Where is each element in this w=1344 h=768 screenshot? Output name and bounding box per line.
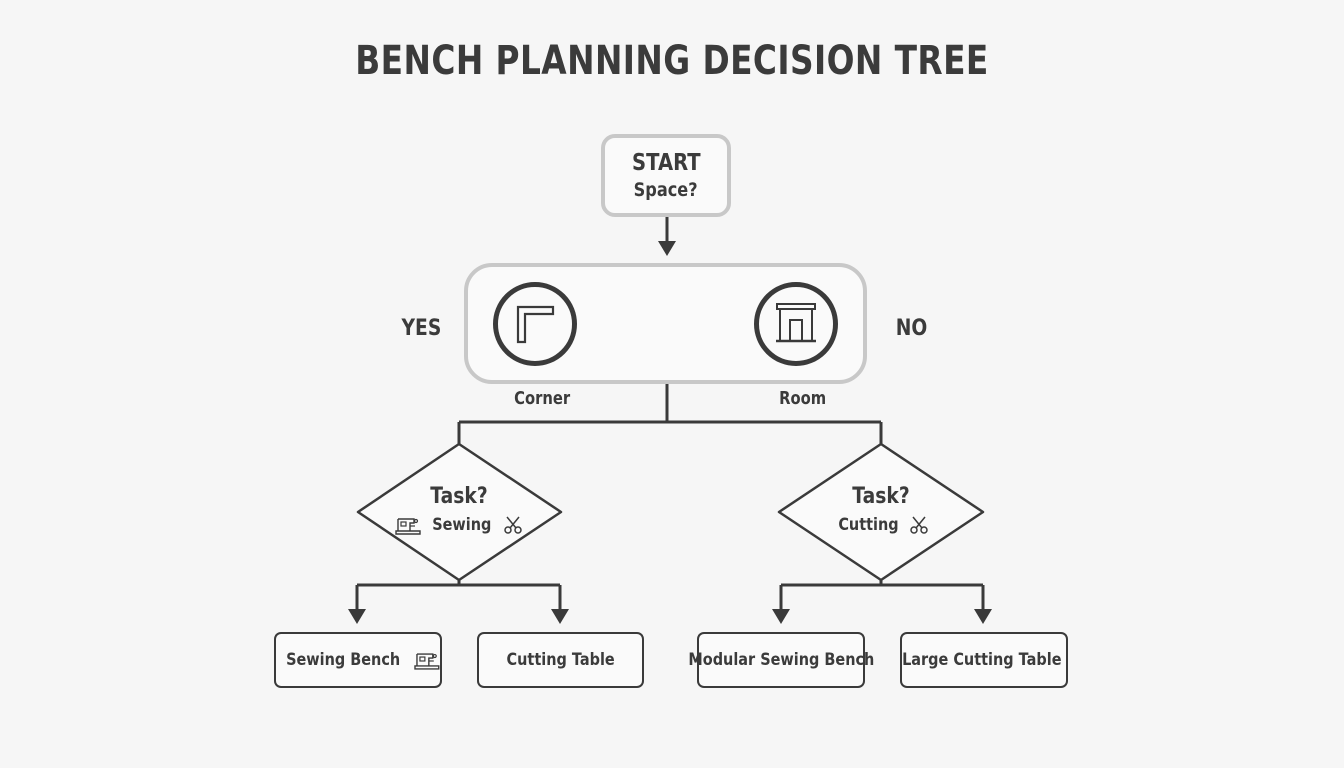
left-task-option: Sewing <box>395 512 523 538</box>
left-task-question: Task? Sewing <box>389 482 529 540</box>
start-question: Space? <box>634 178 698 201</box>
yes-label: YES <box>401 316 442 341</box>
right-task-option: Cutting <box>833 512 930 538</box>
outcome-label: Sewing Bench <box>286 650 401 670</box>
left-task-option-label: Sewing <box>432 515 492 535</box>
room-label: Room <box>779 388 827 409</box>
right-arrowhead-2 <box>974 609 992 624</box>
right-task-label: Task? <box>852 484 910 509</box>
outcome-modular-sewing-bench: Modular Sewing Bench <box>688 632 874 688</box>
start-arrowhead <box>658 241 676 256</box>
outcome-label: Cutting Table <box>506 650 615 670</box>
right-task-option-label: Cutting <box>837 515 899 535</box>
sewing-machine-icon <box>395 518 421 535</box>
outcome-label: Large Cutting Table <box>902 650 1062 670</box>
corner-icon <box>493 282 577 366</box>
no-label: NO <box>895 316 928 341</box>
corner-label: Corner <box>514 388 571 409</box>
start-node: START Space? <box>601 134 731 217</box>
scissors-icon <box>910 516 929 534</box>
left-task-label: Task? <box>430 484 488 509</box>
outcome-sewing-bench: Sewing Bench <box>274 632 442 688</box>
start-label: START <box>631 149 701 176</box>
page-title: BENCH PLANNING DECISION TREE <box>355 38 989 84</box>
right-arrowhead-1 <box>772 609 790 624</box>
room-icon <box>754 282 838 366</box>
left-arrowhead-2 <box>551 609 569 624</box>
outcome-cutting-table: Cutting Table <box>477 632 644 688</box>
left-arrowhead-1 <box>348 609 366 624</box>
outcome-label: Modular Sewing Bench <box>688 650 874 670</box>
right-task-question: Task? Cutting <box>811 482 951 538</box>
sewing-machine-icon <box>414 653 440 670</box>
outcome-large-cutting-table: Large Cutting Table <box>900 632 1068 688</box>
scissors-icon <box>504 516 522 534</box>
